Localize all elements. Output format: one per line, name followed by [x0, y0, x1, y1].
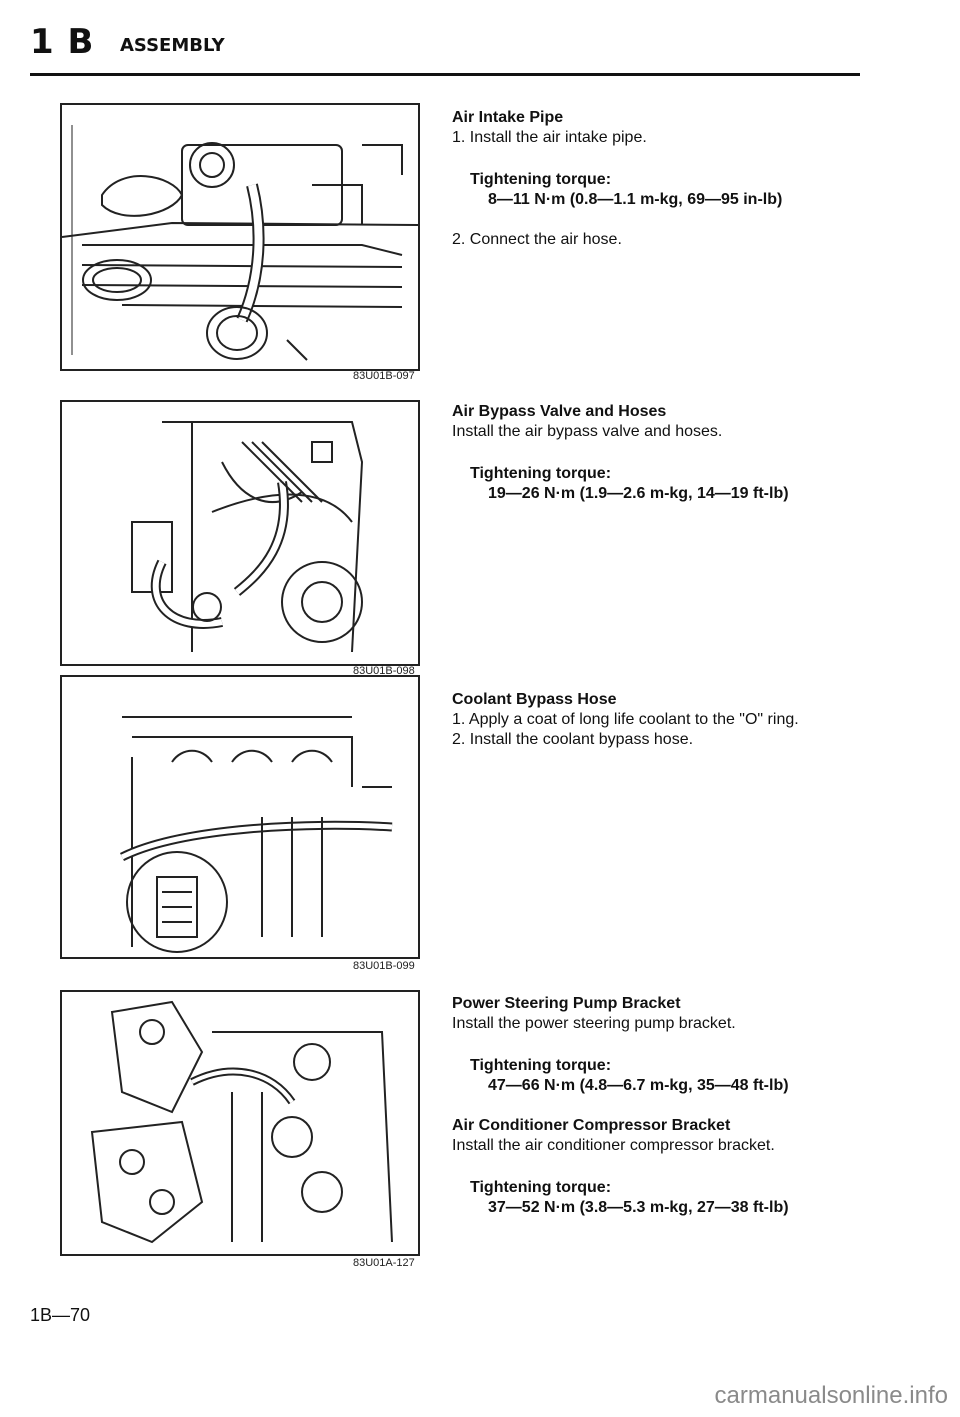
- figure-coolant-bypass-hose: [60, 675, 420, 959]
- coolant-hose-illustration: [119, 716, 393, 953]
- page-number: 1B—70: [30, 1305, 91, 1325]
- figure-air-intake-pipe: [60, 103, 420, 371]
- torque-spec-ps-bracket: Tightening torque: 47—66 N·m (4.8—6.7 m-…: [470, 1056, 892, 1096]
- torque-spec-bypass-valve: Tightening torque: 19—26 N·m (1.9—2.6 m-…: [470, 464, 892, 504]
- torque-value: 8—11 N·m (0.8—1.1 m-kg, 69—95 in-lb): [488, 191, 783, 208]
- heading-air-intake-pipe: Air Intake Pipe: [452, 109, 564, 126]
- heading-coolant-bypass-hose: Coolant Bypass Hose: [452, 691, 617, 708]
- section-title: ASSEMBLY: [120, 35, 225, 56]
- figure-steering-ac-brackets: [60, 990, 420, 1256]
- figure-code-2: 83U01B-098: [353, 665, 415, 677]
- torque-label: Tightening torque:: [470, 1179, 612, 1196]
- heading-ac-compressor-bracket: Air Conditioner Compressor Bracket: [452, 1117, 731, 1134]
- heading-power-steering-bracket: Power Steering Pump Bracket: [452, 995, 681, 1012]
- step-install-air-intake-pipe: 1. Install the air intake pipe.: [452, 129, 647, 146]
- torque-spec-air-intake: Tightening torque: 8—11 N·m (0.8—1.1 m-k…: [470, 170, 892, 210]
- step-apply-coolant: 1. Apply a coat of long life coolant to …: [452, 711, 799, 728]
- torque-label: Tightening torque:: [470, 465, 612, 482]
- page-header: 1 B ASSEMBLY: [30, 22, 860, 72]
- header-rule: [30, 73, 860, 76]
- air-intake-illustration: [62, 125, 418, 361]
- section-coolant-bypass-hose: Coolant Bypass Hose 1. Apply a coat of l…: [452, 690, 892, 750]
- section-air-intake-pipe: Air Intake Pipe 1. Install the air intak…: [452, 108, 892, 250]
- bracket-illustration: [90, 1000, 393, 1244]
- step-install-ps-bracket: Install the power steering pump bracket.: [452, 1015, 736, 1032]
- section-air-bypass-valve: Air Bypass Valve and Hoses Install the a…: [452, 402, 892, 504]
- step-install-ac-bracket: Install the air conditioner compressor b…: [452, 1137, 775, 1154]
- figure-code-1: 83U01B-097: [353, 370, 415, 382]
- figure-air-bypass-valve: [60, 400, 420, 666]
- torque-value: 19—26 N·m (1.9—2.6 m-kg, 14—19 ft-lb): [488, 485, 789, 502]
- torque-spec-ac-bracket: Tightening torque: 37—52 N·m (3.8—5.3 m-…: [470, 1178, 892, 1218]
- torque-label: Tightening torque:: [470, 171, 612, 188]
- figure-code-4: 83U01A-127: [353, 1257, 415, 1269]
- heading-air-bypass-valve: Air Bypass Valve and Hoses: [452, 403, 667, 420]
- torque-value: 37—52 N·m (3.8—5.3 m-kg, 27—38 ft-lb): [488, 1199, 789, 1216]
- section-power-steering-bracket: Power Steering Pump Bracket Install the …: [452, 994, 892, 1218]
- step-connect-air-hose: 2. Connect the air hose.: [452, 231, 622, 248]
- step-install-coolant-hose: 2. Install the coolant bypass hose.: [452, 731, 694, 748]
- step-install-bypass-valve: Install the air bypass valve and hoses.: [452, 423, 723, 440]
- bypass-valve-illustration: [131, 421, 364, 653]
- section-number: 1 B: [30, 22, 95, 62]
- watermark: carmanualsonline.info: [714, 1382, 948, 1409]
- figure-code-3: 83U01B-099: [353, 960, 415, 972]
- torque-value: 47—66 N·m (4.8—6.7 m-kg, 35—48 ft-lb): [488, 1077, 789, 1094]
- torque-label: Tightening torque:: [470, 1057, 612, 1074]
